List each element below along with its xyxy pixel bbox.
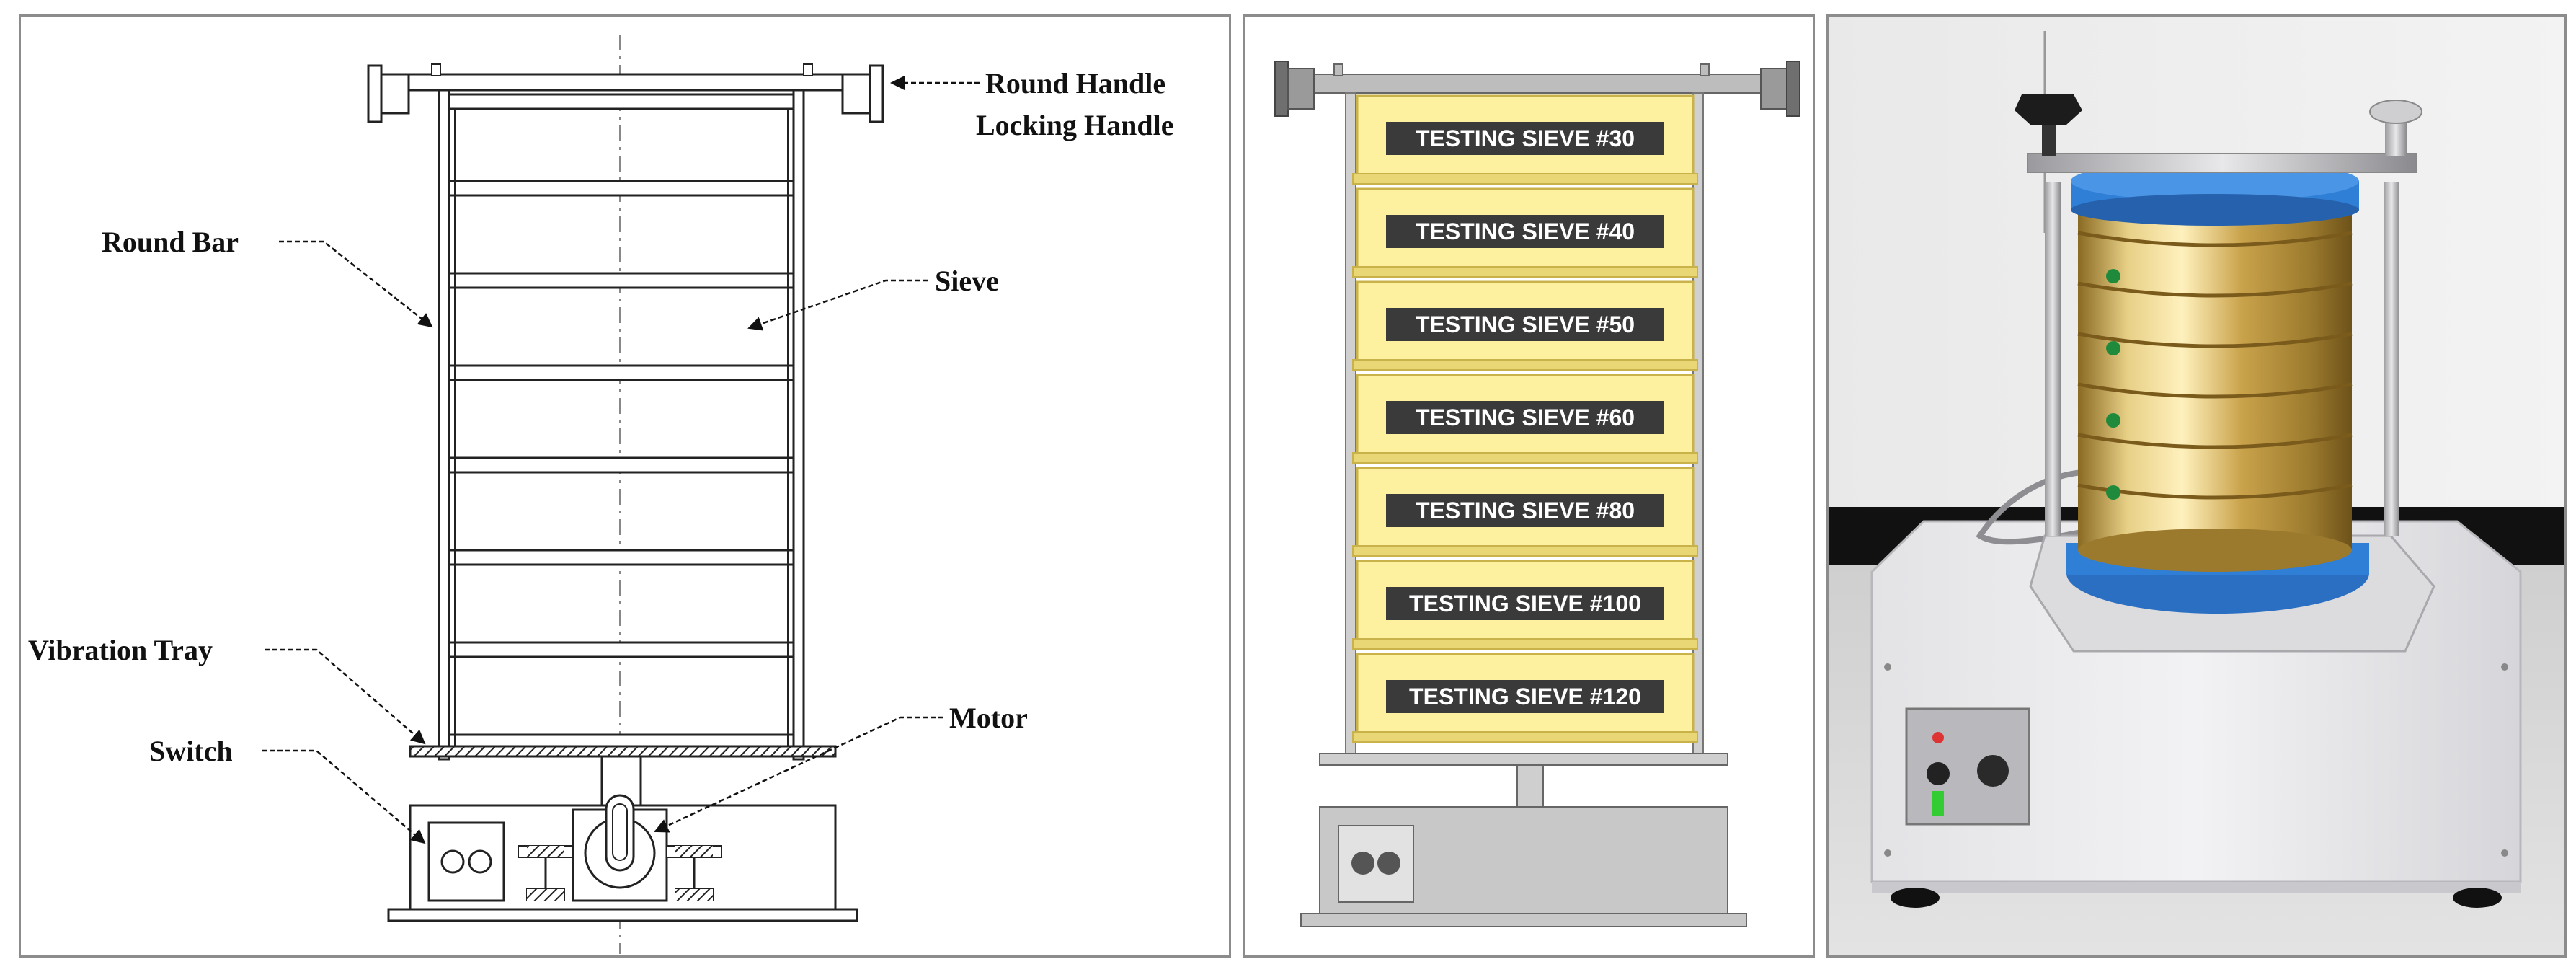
- green-sticker: [2106, 485, 2120, 500]
- leader-vibration-tray: [265, 648, 426, 745]
- leader-lines: [262, 76, 980, 844]
- rod-right: [1692, 92, 1704, 761]
- rod-right-photo: [2384, 182, 2399, 536]
- sieve-stack: [448, 93, 795, 751]
- sieve-label-plate: [1386, 401, 1664, 434]
- sieve-ring: [448, 456, 795, 474]
- base-foot-colored: [1300, 913, 1747, 927]
- sieve-rim: [1352, 173, 1698, 185]
- callout-locking-handle: Locking Handle: [976, 109, 1174, 141]
- sieve-label: TESTING SIEVE #100: [1409, 591, 1641, 617]
- callout-sieve: Sieve: [935, 265, 999, 297]
- sieve-label-plate: [1386, 680, 1664, 713]
- sieve-ring: [448, 549, 795, 566]
- sieve-ring: [448, 364, 795, 381]
- speed-knob: [1977, 755, 2009, 787]
- sieve-label: TESTING SIEVE #50: [1416, 312, 1635, 337]
- sieve-label-plate: [1386, 587, 1664, 620]
- power-lamp: [1932, 732, 1944, 743]
- sieve-label: TESTING SIEVE #30: [1416, 125, 1635, 151]
- brass-ring-groove: [2077, 332, 2353, 348]
- round-bar: [438, 89, 805, 761]
- sieve-rim: [1352, 545, 1698, 557]
- spring-mount-right: [666, 845, 722, 901]
- green-sticker: [2106, 341, 2120, 355]
- leader-switch: [262, 749, 426, 844]
- leader-motor: [654, 716, 943, 833]
- callout-motor: Motor: [949, 702, 1028, 734]
- top-crossbar-photo: [2015, 94, 2422, 173]
- locking-knob-stem: [2042, 122, 2056, 156]
- sieve-ring: [448, 93, 795, 110]
- callout-round-bar: Round Bar: [102, 226, 239, 258]
- sieve-rim: [1352, 266, 1698, 278]
- sieve-label-plate: [1386, 494, 1664, 527]
- locking-knob: [2015, 94, 2082, 125]
- power-switch: [1927, 762, 1950, 785]
- switch-lever: [1932, 791, 1944, 816]
- sieve-rim: [1352, 731, 1698, 743]
- sieve-label-plate: [1386, 122, 1664, 155]
- sieve-ring: [448, 641, 795, 658]
- sieve-rim: [1352, 638, 1698, 650]
- sieve-label: TESTING SIEVE #120: [1409, 684, 1641, 710]
- blue-lid: [2071, 161, 2359, 226]
- line-drawing-panel: Round Handle Locking Handle Round Bar Si…: [19, 14, 1231, 958]
- motor: [572, 794, 668, 902]
- callout-switch: Switch: [149, 735, 233, 767]
- round-handle: [367, 63, 884, 123]
- brass-ring-groove: [2077, 231, 2353, 247]
- leader-sieve: [747, 279, 928, 331]
- switch-colored: [1338, 825, 1414, 903]
- sieve-ring: [448, 180, 795, 197]
- device-photo-panel: [1826, 14, 2567, 958]
- motor-column-colored: [1516, 764, 1544, 808]
- sieve-rim: [1352, 452, 1698, 464]
- brass-ring-groove: [2077, 433, 2353, 449]
- line-drawing-svg: Round Handle Locking Handle Round Bar Si…: [28, 35, 1174, 954]
- green-sticker: [2106, 413, 2120, 428]
- sieve-label: TESTING SIEVE #60: [1416, 405, 1635, 430]
- callout-vibration-tray: Vibration Tray: [28, 634, 213, 666]
- callout-round-handle: Round Handle: [985, 67, 1165, 100]
- sieve-label: TESTING SIEVE #40: [1416, 218, 1635, 244]
- brass-ring-groove: [2077, 382, 2353, 399]
- rod-left-photo: [2045, 182, 2061, 536]
- rod-left: [1345, 92, 1356, 761]
- sieve-label: TESTING SIEVE #80: [1416, 498, 1635, 523]
- switch: [427, 821, 505, 902]
- brass-sieve-stack: [2077, 197, 2353, 572]
- sieve-label-plate: [1386, 308, 1664, 341]
- vibration-tray-hatch: [409, 745, 837, 758]
- top-handle: [1274, 61, 1800, 117]
- device-photo-svg: [1829, 17, 2564, 955]
- sieve-label-plate: [1386, 215, 1664, 248]
- leader-round-bar: [279, 240, 433, 328]
- control-panel: [1905, 707, 2030, 826]
- sieve-ring: [448, 272, 795, 289]
- sieve-rim: [1352, 359, 1698, 371]
- vibration-tray-colored: [1319, 753, 1728, 766]
- brass-ring-groove: [2077, 281, 2353, 298]
- spring-mount-left: [518, 845, 574, 901]
- green-sticker: [2106, 269, 2120, 283]
